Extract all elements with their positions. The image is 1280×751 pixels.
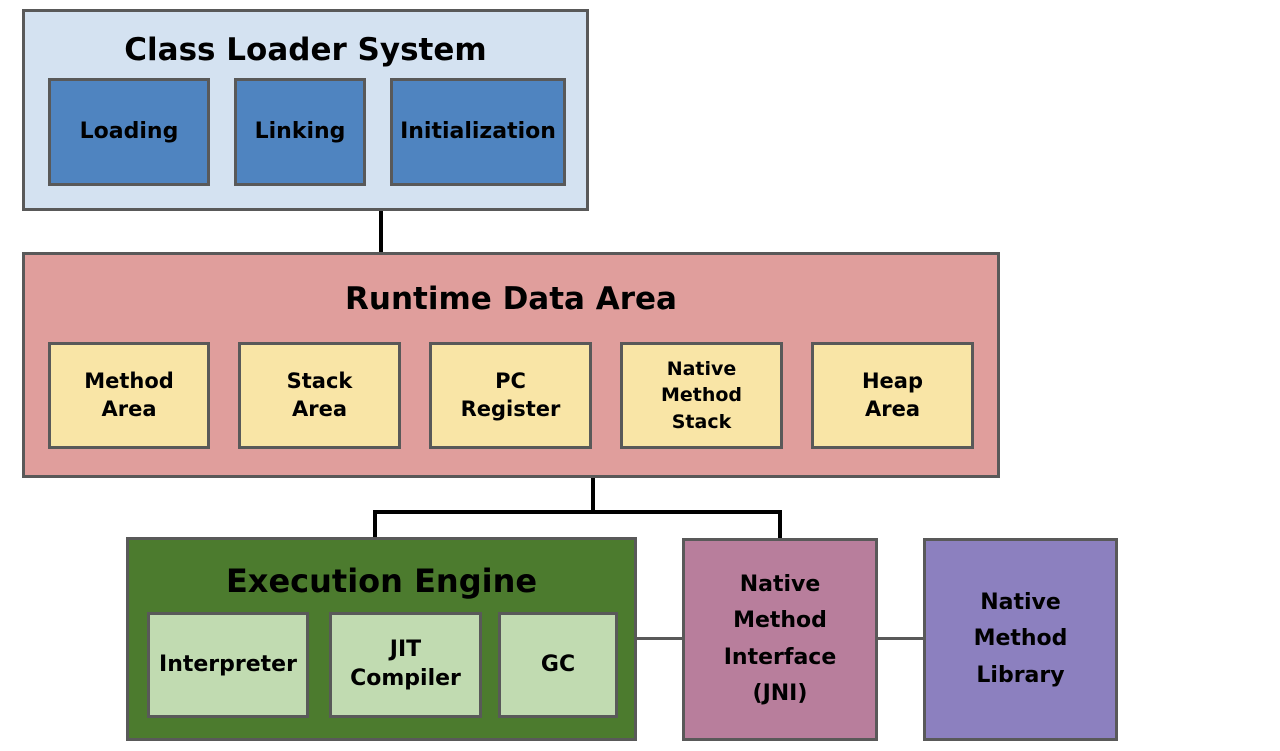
gc-label: GC [540, 651, 576, 677]
class-loader-title: Class Loader System [124, 32, 487, 68]
linking-label: Linking [254, 118, 346, 144]
native-method-stack-box: Native Method Stack [620, 342, 783, 449]
gc-box: GC [498, 612, 618, 718]
native-method-interface: Native Method Interface (JNI) [682, 538, 878, 741]
connector-to-engine [373, 510, 377, 538]
runtime-data-area: Runtime Data Area Method Area Stack Area… [22, 252, 1000, 478]
loading-label: Loading [79, 118, 179, 144]
connector-branch-horizontal [373, 510, 782, 514]
stack-area-box: Stack Area [238, 342, 401, 449]
method-area-label: Method Area [84, 369, 174, 421]
native-method-stack-label: Native Method Stack [660, 357, 743, 433]
stack-area-label: Stack Area [286, 369, 353, 421]
interpreter-label: Interpreter [159, 651, 297, 677]
pc-register-box: PC Register [429, 342, 592, 449]
initialization-label: Initialization [400, 118, 556, 144]
native-method-library: Native Method Library [923, 538, 1118, 741]
class-loader-system: Class Loader System Loading Linking Init… [22, 9, 589, 211]
heap-area-box: Heap Area [811, 342, 974, 449]
connector-engine-jni [636, 637, 683, 640]
runtime-data-area-title: Runtime Data Area [345, 281, 677, 317]
connector-runtime-down [591, 477, 595, 513]
linking-box: Linking [234, 78, 366, 186]
connector-classloader-runtime [379, 210, 383, 253]
execution-engine-title: Execution Engine [225, 562, 538, 600]
heap-area-label: Heap Area [861, 369, 924, 421]
connector-jni-library [877, 637, 924, 640]
pc-register-label: PC Register [460, 369, 561, 421]
method-area-box: Method Area [48, 342, 210, 449]
jit-compiler-label: JIT Compiler [350, 637, 461, 691]
loading-box: Loading [48, 78, 210, 186]
connector-to-jni [778, 510, 782, 539]
jni-label: Native Method Interface (JNI) [723, 571, 837, 706]
interpreter-box: Interpreter [147, 612, 309, 718]
execution-engine: Execution Engine Interpreter JIT Compile… [126, 537, 637, 741]
jit-compiler-box: JIT Compiler [329, 612, 482, 718]
native-method-library-label: Native Method Library [973, 590, 1068, 688]
initialization-box: Initialization [390, 78, 566, 186]
